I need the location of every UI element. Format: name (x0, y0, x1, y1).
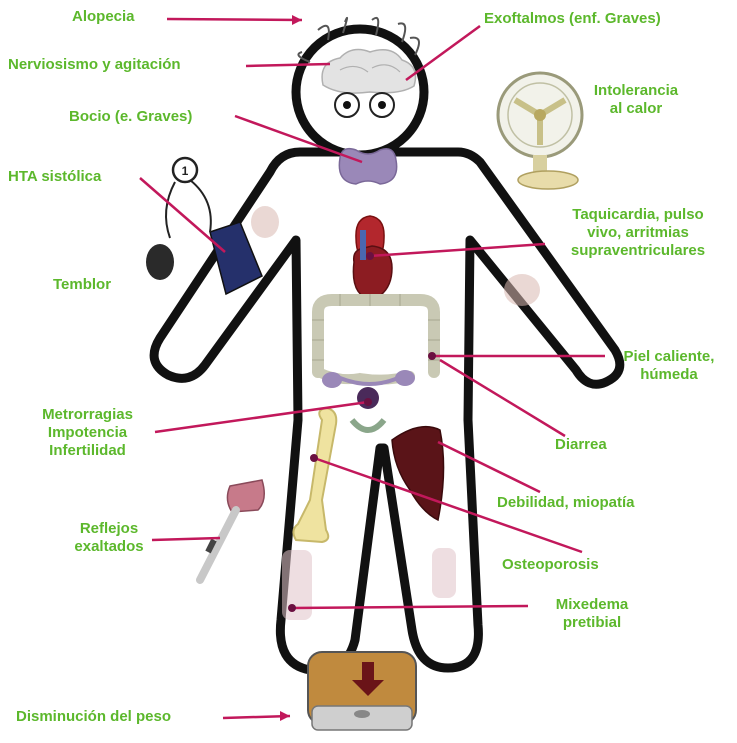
leader-alopecia (167, 19, 302, 20)
label-metrorragias: Metrorragias Impotencia Infertilidad (25, 406, 150, 460)
label-bocio: Bocio (e. Graves) (69, 108, 192, 126)
label-intolerancia: Intolerancia al calor (590, 82, 682, 118)
leader-reflejos (152, 538, 220, 540)
label-reflejos: Reflejos exaltados (60, 520, 158, 556)
label-alopecia: Alopecia (72, 8, 135, 26)
label-mixedema: Mixedema pretibial (540, 596, 644, 632)
weighing-scale-icon (308, 652, 416, 730)
label-exoftalmos: Exoftalmos (enf. Graves) (484, 10, 661, 28)
label-hta: HTA sistólica (8, 168, 101, 186)
leader-hta (140, 178, 225, 252)
label-taquicardia: Taquicardia, pulso vivo, arritmias supra… (548, 206, 728, 260)
sphyg-dial-text: 1 (182, 164, 189, 178)
label-piel: Piel caliente, húmeda (605, 348, 733, 384)
reflex-hammer-icon (200, 480, 264, 580)
leader-exoftalmos (406, 26, 480, 80)
leader-peso (223, 716, 290, 718)
label-nerviosismo: Nerviosismo y agitación (8, 56, 181, 74)
label-debilidad: Debilidad, miopatía (497, 494, 635, 512)
fan-icon (498, 73, 582, 189)
label-temblor: Temblor (53, 276, 111, 294)
label-diarrea: Diarrea (555, 436, 607, 454)
label-osteoporosis: Osteoporosis (502, 556, 599, 574)
label-peso: Disminución del peso (16, 708, 171, 726)
thyroid-icon (339, 149, 396, 184)
